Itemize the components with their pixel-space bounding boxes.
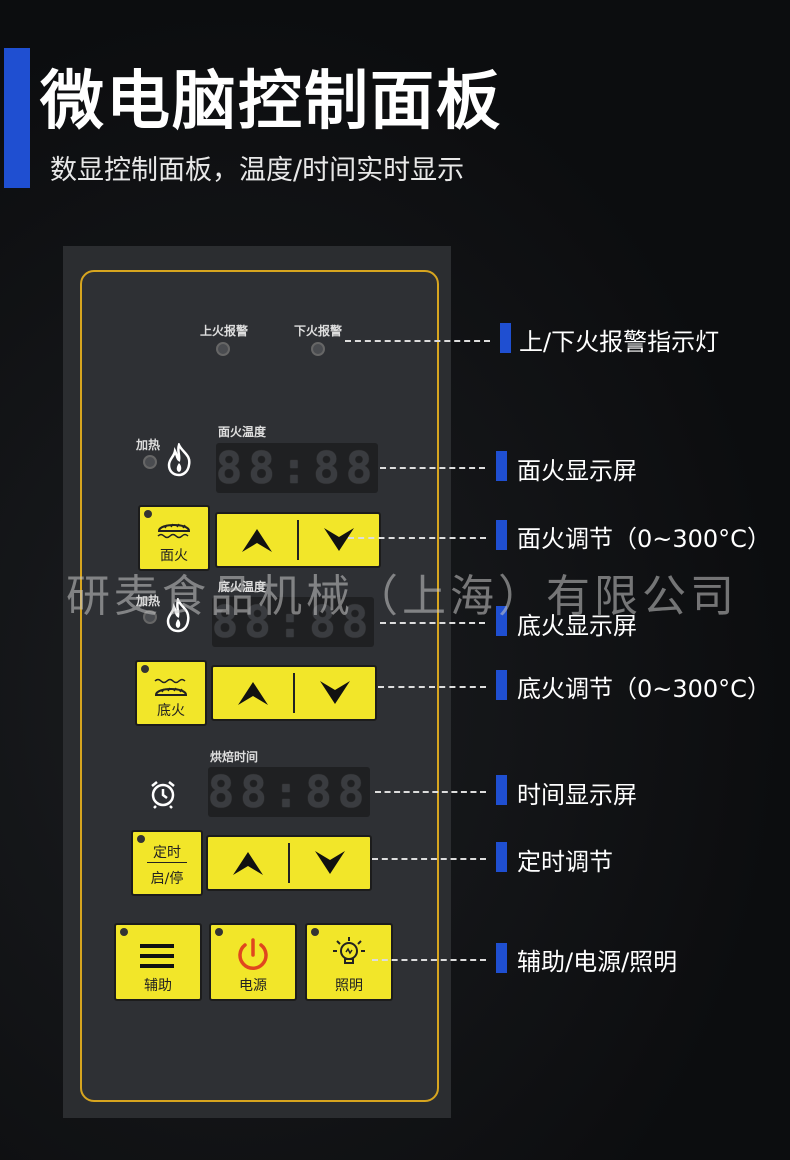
callout-marker: [496, 943, 507, 973]
down-arrow-icon: [320, 681, 350, 704]
aux-button-label: 辅助: [144, 978, 172, 994]
callout-marker: [500, 323, 511, 353]
down-arrow-icon: [315, 851, 345, 874]
timer-start-stop-button[interactable]: 定时 启/停: [131, 830, 203, 896]
top-fire-down-button[interactable]: [299, 514, 379, 566]
bake-time-label: 烘焙时间: [210, 750, 259, 764]
callout-top-display: 面火显示屏: [517, 457, 637, 485]
timer-adjust: [206, 835, 372, 891]
bread-icon: [157, 523, 191, 539]
top-fire-up-button[interactable]: [217, 514, 297, 566]
callout-bottom-adjust: 底火调节（0~300°C）: [517, 675, 771, 703]
timer-button-label-bottom: 启/停: [150, 871, 184, 887]
callout-line: [372, 858, 486, 860]
top-fire-button[interactable]: 面火: [138, 505, 210, 571]
callout-aux-power-light: 辅助/电源/照明: [517, 948, 678, 976]
top-temp-label: 面火温度: [218, 425, 267, 439]
light-bulb-icon: [333, 937, 365, 964]
up-arrow-icon: [238, 682, 268, 705]
top-temp-display: 88:88: [215, 442, 379, 494]
callout-line: [375, 791, 486, 793]
bottom-fire-button[interactable]: 底火: [135, 660, 207, 726]
callout-marker: [496, 606, 507, 636]
callout-line: [345, 340, 490, 342]
top-fire-alarm-label: 上火报警: [200, 324, 249, 338]
top-fire-button-label: 面火: [160, 548, 188, 564]
timer-up-button[interactable]: [208, 837, 288, 889]
top-fire-alarm-led: [216, 342, 230, 356]
menu-icon: [140, 944, 174, 968]
bottom-fire-up-button[interactable]: [213, 667, 293, 719]
flame-icon: [163, 596, 193, 638]
bottom-heat-label: 加热: [136, 594, 161, 608]
bottom-fire-alarm-label: 下火报警: [294, 324, 343, 338]
bottom-temp-label: 底火温度: [218, 580, 267, 594]
bread-icon: [154, 678, 188, 696]
bottom-fire-button-label: 底火: [157, 703, 185, 719]
callout-marker: [496, 670, 507, 700]
light-button-label: 照明: [335, 978, 363, 994]
page-subtitle: 数显控制面板，温度/时间实时显示: [50, 155, 465, 186]
timer-down-button[interactable]: [290, 837, 370, 889]
top-heat-label: 加热: [136, 438, 161, 452]
top-temp-digits: 88:88: [215, 442, 379, 494]
flame-icon: [165, 441, 193, 481]
timer-button-label-top: 定时: [153, 845, 181, 861]
callout-timer-adjust: 定时调节: [517, 848, 613, 876]
time-display: 88:88: [207, 766, 371, 818]
bottom-temp-digits: 88:88: [211, 596, 375, 648]
time-digits: 88:88: [207, 766, 371, 818]
bottom-heat-led: [143, 610, 157, 624]
callout-time-display: 时间显示屏: [517, 781, 637, 809]
callout-marker: [496, 842, 507, 872]
alarm-clock-icon: [148, 779, 178, 813]
callout-alarm-lights: 上/下火报警指示灯: [519, 328, 720, 356]
callout-line: [348, 537, 486, 539]
down-arrow-icon: [324, 528, 354, 551]
callout-line: [380, 622, 485, 624]
callout-top-adjust: 面火调节（0~300°C）: [517, 525, 771, 553]
power-icon: [238, 938, 268, 970]
top-heat-led: [143, 455, 157, 469]
bottom-fire-adjust: [211, 665, 377, 721]
power-button[interactable]: 电源: [209, 923, 297, 1001]
up-arrow-icon: [242, 529, 272, 552]
bottom-temp-display: 88:88: [211, 596, 375, 648]
watermark: 研麦食品机械（上海）有限公司: [66, 571, 738, 622]
callout-bottom-display: 底火显示屏: [517, 612, 637, 640]
callout-line: [372, 959, 486, 961]
callout-marker: [496, 451, 507, 481]
power-button-label: 电源: [239, 978, 267, 994]
callout-marker: [496, 520, 507, 550]
bottom-fire-alarm-led: [311, 342, 325, 356]
top-fire-adjust: [215, 512, 381, 568]
bottom-fire-down-button[interactable]: [295, 667, 375, 719]
callout-line: [380, 467, 485, 469]
callout-marker: [496, 775, 507, 805]
title-accent-bar: [4, 48, 30, 188]
light-button[interactable]: 照明: [305, 923, 393, 1001]
page-title: 微电脑控制面板: [40, 65, 502, 139]
aux-button[interactable]: 辅助: [114, 923, 202, 1001]
callout-line: [378, 686, 486, 688]
up-arrow-icon: [233, 852, 263, 875]
